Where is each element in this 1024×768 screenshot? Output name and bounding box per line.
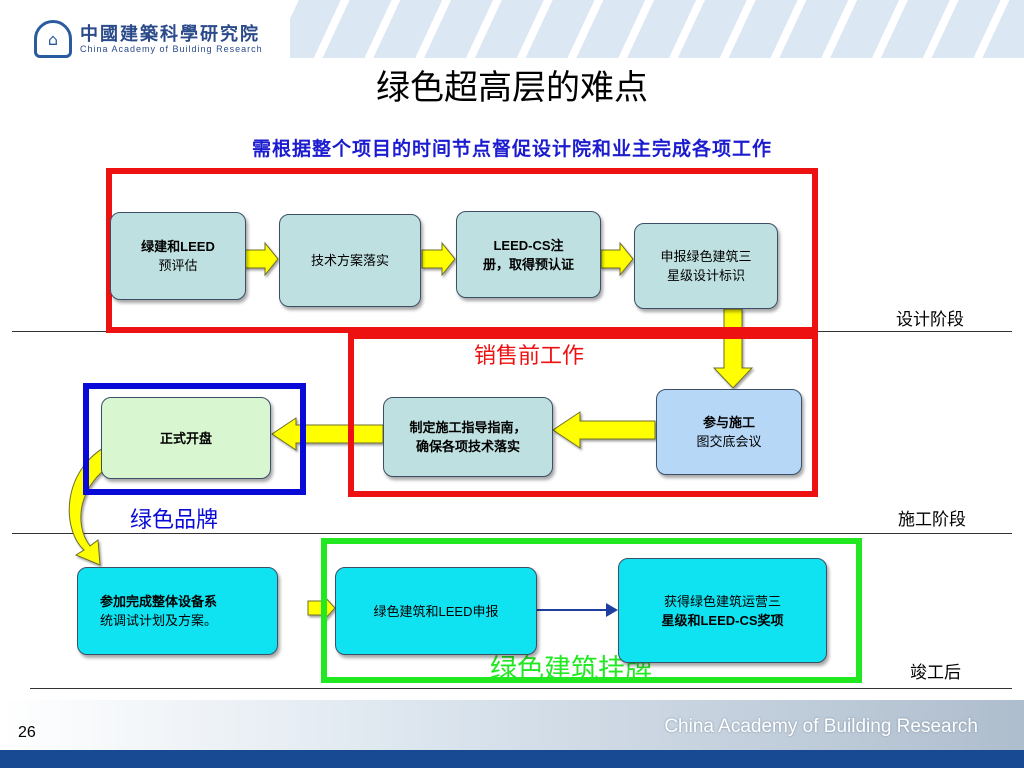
box-5-line-2: 图交底会议 xyxy=(696,434,762,449)
box-green-leed-preassessment: 绿建和LEED 预评估 xyxy=(110,212,246,300)
box-8-line-2: 统调试计划及方案。 xyxy=(100,613,218,628)
footer-organization: China Academy of Building Research xyxy=(664,716,978,737)
box-leed-cs-registration: LEED-CS注册，取得预认证 xyxy=(456,211,601,298)
header-stripe-decoration xyxy=(290,0,1024,58)
building-seal-icon: ⌂ xyxy=(34,20,72,58)
box-9-text: 绿色建筑和LEED申报 xyxy=(373,603,499,619)
box-7-text: 正式开盘 xyxy=(159,430,212,446)
box-10-line-1: 获得绿色建筑运营三 xyxy=(663,593,781,609)
box-3-line-1: LEED-CS注 xyxy=(493,237,564,253)
design-stage-label: 设计阶段 xyxy=(896,310,964,330)
construction-stage-divider xyxy=(12,533,1012,534)
box-3-line-2: 册，取得预认证 xyxy=(482,256,574,272)
slide-subtitle: 需根据整个项目的时间节点督促设计院和业主完成各项工作 xyxy=(251,138,772,160)
box-system-commissioning: 参加完成整体设备系统调试计划及方案。 xyxy=(77,567,278,655)
box-1-line-2: 预评估 xyxy=(158,258,198,273)
box-construction-drawing-meeting: 参与施工图交底会议 xyxy=(656,389,802,475)
box-technical-plan: 技术方案落实 xyxy=(279,214,421,307)
arrow-5-to-6 xyxy=(552,411,656,449)
box-4-line-2: 星级设计标识 xyxy=(666,268,745,283)
footer-bar xyxy=(0,750,1024,768)
construction-stage-label: 施工阶段 xyxy=(898,510,966,530)
slide-title: 绿色超高层的难点 xyxy=(376,68,648,108)
arrow-6-to-7 xyxy=(271,417,384,451)
box-1-line-1: 绿建和LEED xyxy=(141,239,215,254)
box-three-star-design-label: 申报绿色建筑三星级设计标识 xyxy=(634,223,778,309)
presale-frame-upper xyxy=(106,168,818,333)
box-construction-guide: 制定施工指导指南， 确保各项技术落实 xyxy=(383,397,553,477)
box-green-leed-application: 绿色建筑和LEED申报 xyxy=(335,567,537,655)
presale-label: 销售前工作 xyxy=(474,344,585,369)
plaque-frame xyxy=(321,538,862,683)
arrow-3-to-4 xyxy=(600,241,634,277)
box-5-line-1: 参与施工 xyxy=(702,415,755,430)
page-number: 26 xyxy=(18,724,36,741)
box-4-line-1: 申报绿色建筑三 xyxy=(660,249,752,264)
arrow-1-to-2 xyxy=(244,241,279,277)
logo-english-name: China Academy of Building Research xyxy=(80,44,263,54)
arrow-4-to-5 xyxy=(712,308,754,389)
logo-chinese-name: 中國建築科學研究院 xyxy=(80,24,260,45)
box-2-text: 技术方案落实 xyxy=(310,253,389,268)
completion-stage-label: 竣工后 xyxy=(910,663,961,683)
presale-frame-lower xyxy=(348,333,818,497)
box-8-line-1: 参加完成整体设备系 xyxy=(100,594,218,609)
arrow-2-to-3 xyxy=(421,241,456,277)
completion-stage-divider xyxy=(30,688,1012,689)
box-operation-award: 获得绿色建筑运营三星级和LEED-CS奖项 xyxy=(618,558,827,663)
footer-band xyxy=(0,700,1024,750)
arrow-7-to-8 xyxy=(68,443,121,566)
box-official-opening: 正式开盘 xyxy=(101,397,271,479)
brand-frame xyxy=(83,383,306,495)
box-6-line-1: 制定施工指导指南， xyxy=(409,420,527,435)
box-6-line-2: 确保各项技术落实 xyxy=(415,439,520,454)
brand-label: 绿色品牌 xyxy=(130,508,219,533)
box-10-line-2: 星级和LEED-CS奖项 xyxy=(661,612,784,628)
